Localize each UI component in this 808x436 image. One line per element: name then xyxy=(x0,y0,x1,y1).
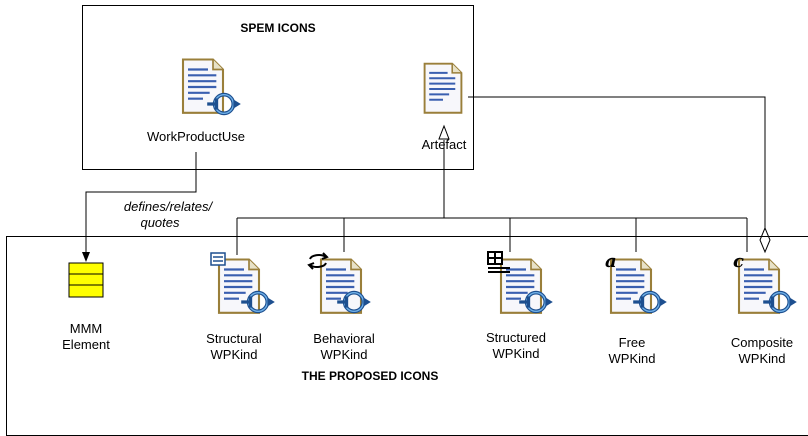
grid-badge-icon xyxy=(487,251,510,273)
a-glyph-badge-icon: a xyxy=(605,252,617,272)
work-product-use-icon xyxy=(181,58,246,120)
mmm-element-label-line1: MMM xyxy=(69,321,103,336)
work-product-use-label: WorkProductUse xyxy=(146,129,245,144)
dependency-arrowhead xyxy=(82,252,90,262)
composite-wpkind-label-line1: Composite xyxy=(730,335,794,350)
relation-label-line2: quotes xyxy=(140,215,180,230)
free-wpkind-label-line1: Free xyxy=(618,335,646,350)
list-badge-icon xyxy=(210,252,226,266)
artefact-label: Artefact xyxy=(421,137,467,152)
behavioral-wpkind-icon xyxy=(307,252,376,314)
proposed-box-title: THE PROPOSED ICONS xyxy=(301,369,439,383)
free-wpkind-label-line2: WPKind xyxy=(608,351,656,366)
spem-icons-box xyxy=(82,5,474,170)
structural-wpkind-icon xyxy=(210,252,280,314)
spem-box-title: SPEM ICONS xyxy=(240,21,316,35)
behavioral-wpkind-label-line2: WPKind xyxy=(320,347,368,362)
structural-wpkind-label-line1: Structural xyxy=(206,331,262,346)
composite-wpkind-label-line2: WPKind xyxy=(738,351,786,366)
structured-wpkind-label-line1: Structured xyxy=(486,330,546,345)
free-wpkind-icon: a xyxy=(605,252,674,314)
mmm-element-icon xyxy=(68,262,104,298)
composite-wpkind-icon: c xyxy=(733,252,802,314)
structured-wpkind-label-line2: WPKind xyxy=(492,346,540,361)
structural-wpkind-label-line2: WPKind xyxy=(210,347,258,362)
relation-label-line1: defines/relates/ xyxy=(123,199,213,214)
proposed-icons-box xyxy=(6,236,808,436)
structured-wpkind-icon xyxy=(487,251,558,314)
cycle-badge-icon xyxy=(307,252,329,270)
mmm-element-label-line2: Element xyxy=(62,337,110,352)
artefact-icon xyxy=(423,62,463,114)
c-glyph-badge-icon: c xyxy=(733,252,744,272)
behavioral-wpkind-label-line1: Behavioral xyxy=(313,331,375,346)
generalization-arrowhead xyxy=(438,124,450,140)
